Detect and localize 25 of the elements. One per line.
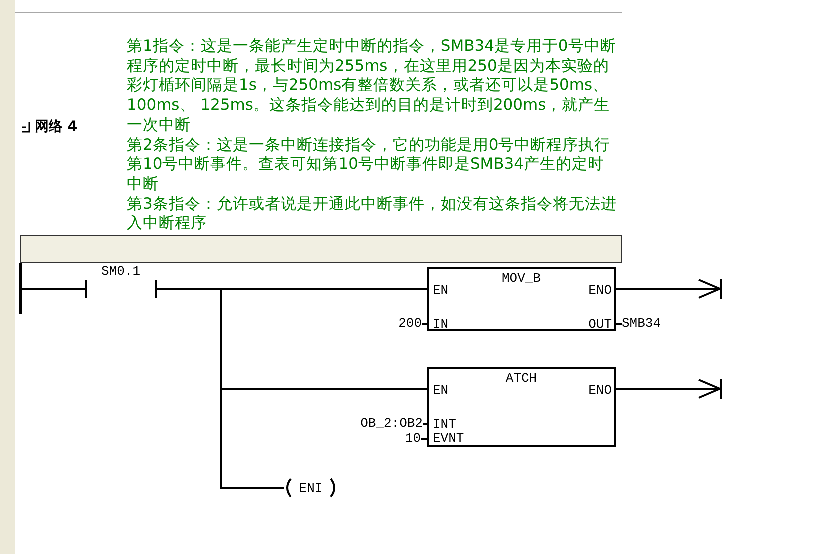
pin-label: ENO bbox=[588, 383, 612, 398]
pin-label: EN bbox=[433, 383, 449, 398]
pin-label: IN bbox=[433, 317, 449, 332]
block-name: MOV_B bbox=[500, 271, 542, 286]
pin-label: INT bbox=[433, 417, 456, 432]
comment-text: 第1指令：这是一条能产生定时中断的指令，SMB34是专用于0号中断程序的定时中断，最长时间为255ms，在这里用250是因为本实验的彩灯楯环间隔是1s，与250ms有整倍数关系，或者还可以是50ms、100ms、 125ms。这条指令能达到的目的是计时到200ms，就产生一次中断 bbox=[127, 37, 617, 136]
operand-label: SMB34 bbox=[622, 316, 662, 331]
block-name: ATCH bbox=[504, 371, 538, 386]
pin-label: EN bbox=[433, 283, 449, 298]
rung-wire bbox=[157, 288, 284, 489]
operand-label: 10 bbox=[405, 431, 421, 446]
function-block bbox=[427, 367, 616, 447]
function-block bbox=[427, 267, 616, 331]
pin-label: EVNT bbox=[433, 431, 464, 446]
operand-label: 200 bbox=[398, 316, 422, 331]
network-title: 网络 4 bbox=[35, 118, 78, 136]
power-rail bbox=[19, 263, 22, 314]
comment-text: 第3条指令：允许或者说是开通此中断事件，如没有这条指令将无法进入中断程序 bbox=[127, 194, 617, 234]
pin-label: ENO bbox=[588, 283, 612, 298]
wire-arrow bbox=[616, 378, 722, 400]
comment-text: 第2条指令：这是一条中断连接指令，它的功能是用0号中断程序执行第10号中断事件。查表可知第10号中断事件即是SMB34产生的定时中断 bbox=[127, 136, 612, 195]
operand-label: OB_2:OB2 bbox=[360, 416, 423, 431]
pin-label: OUT bbox=[588, 317, 612, 332]
wire-arrow bbox=[616, 278, 722, 300]
rung-wire bbox=[22, 288, 85, 290]
